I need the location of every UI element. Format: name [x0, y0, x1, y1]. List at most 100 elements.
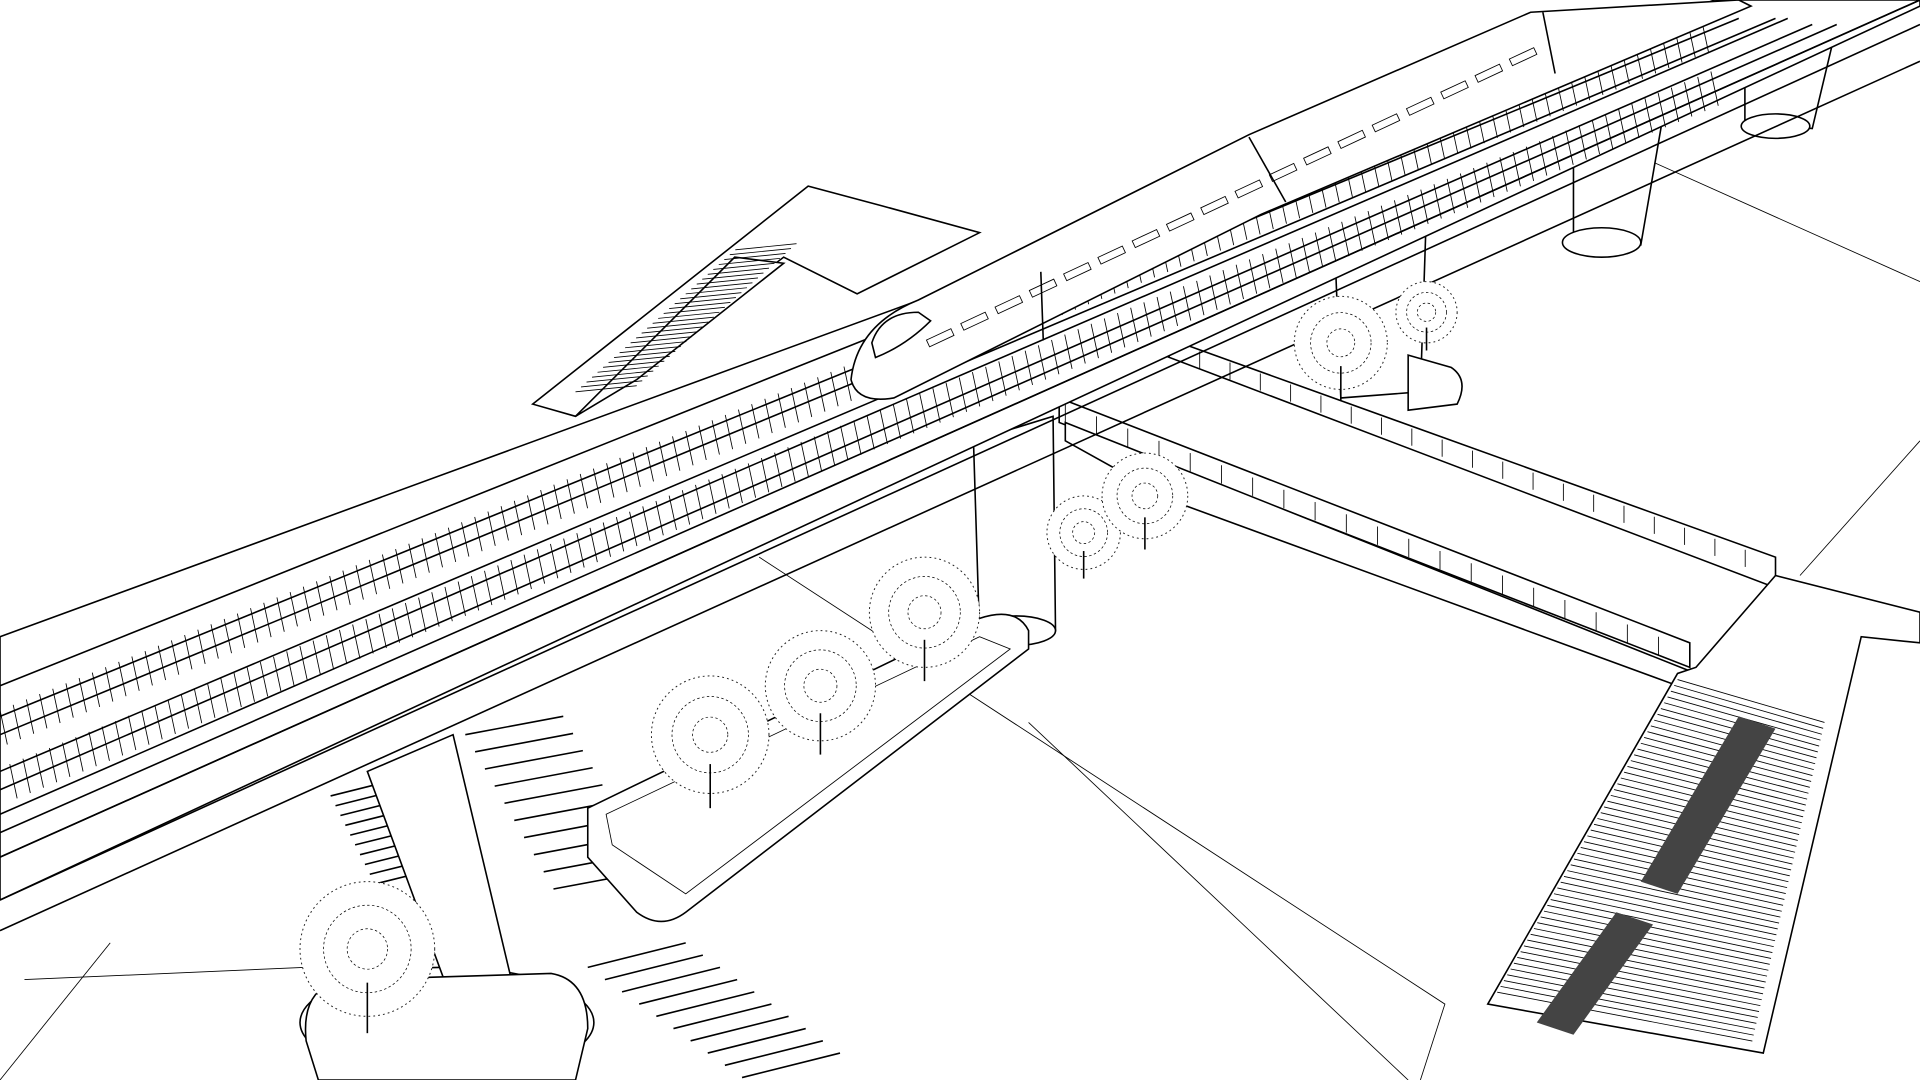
tree-canopy-core	[803, 668, 838, 703]
stair-step	[597, 365, 659, 373]
sleeper	[830, 371, 839, 407]
sleeper	[681, 490, 691, 525]
stair-step	[575, 385, 637, 393]
sleeper	[642, 506, 651, 541]
sleeper	[645, 447, 654, 482]
sleeper	[711, 420, 720, 455]
train-window	[1337, 129, 1366, 149]
sleeper	[167, 699, 176, 735]
sleeper	[945, 382, 954, 418]
sleeper	[803, 382, 813, 418]
sleeper	[207, 683, 216, 718]
stair-step	[724, 253, 786, 261]
sleeper	[553, 484, 562, 520]
sleeper	[840, 425, 849, 461]
sleeper	[513, 500, 523, 536]
sleeper	[1486, 162, 1495, 198]
sleeper	[985, 366, 994, 402]
train-window	[1440, 80, 1469, 100]
sleeper	[510, 559, 519, 595]
stair-step	[1517, 957, 1761, 1007]
stair-step	[718, 257, 781, 265]
sleeper	[958, 377, 968, 412]
sleeper	[91, 672, 101, 707]
stair-step	[647, 321, 709, 329]
sleeper	[1644, 98, 1653, 133]
sleeper	[1275, 248, 1284, 284]
rail	[0, 23, 1813, 816]
stair-step	[735, 243, 797, 251]
sleeper	[368, 559, 377, 595]
sleeper	[25, 699, 35, 734]
sleeper	[1301, 237, 1310, 273]
sleeper	[470, 576, 480, 611]
sleeper	[761, 457, 770, 493]
sleeper	[790, 387, 799, 423]
sleeper	[695, 484, 704, 520]
train-window	[1131, 228, 1161, 249]
sleeper	[339, 629, 348, 665]
sleeper	[1420, 189, 1429, 224]
sleeper	[853, 420, 862, 455]
stair-step	[1513, 962, 1760, 1012]
crosswalk-stripe	[690, 1015, 789, 1042]
sleeper	[355, 565, 364, 600]
sleeper	[672, 436, 681, 471]
train-window	[1268, 162, 1298, 183]
sleeper	[52, 688, 61, 724]
trees	[299, 281, 1458, 1034]
stair-step	[1527, 939, 1765, 989]
sleeper	[9, 763, 18, 799]
stair-step	[707, 267, 770, 275]
sleeper	[197, 629, 206, 665]
stair-step	[630, 336, 692, 344]
stair-step	[1557, 887, 1777, 936]
stair-step	[1497, 991, 1753, 1042]
sleeper	[1077, 329, 1086, 364]
sleeper	[751, 404, 760, 439]
train-window	[1097, 245, 1126, 265]
sleeper	[566, 479, 575, 514]
sleeper	[444, 586, 453, 622]
train-window	[1165, 212, 1195, 232]
sleeper	[75, 737, 84, 772]
sleeper	[144, 651, 153, 686]
pedestrian-bridges	[1058, 335, 1777, 687]
sleeper	[800, 441, 809, 477]
back-stairway	[530, 185, 982, 418]
tree-canopy	[868, 556, 981, 668]
tree-canopy	[764, 630, 876, 742]
sleeper	[118, 661, 127, 697]
stair-step	[1543, 910, 1772, 959]
sleeper	[1169, 291, 1179, 326]
sleeper	[1209, 275, 1218, 310]
sleeper	[1433, 184, 1442, 219]
tree-canopy-core	[1416, 302, 1437, 322]
train-window	[1063, 262, 1092, 282]
sleeper	[1407, 194, 1416, 230]
stair-step	[1677, 679, 1825, 723]
sleeper	[602, 522, 611, 557]
stair-step	[614, 351, 676, 358]
sleeper	[1710, 71, 1719, 106]
sleeper	[866, 415, 875, 450]
stair-step	[674, 297, 736, 305]
sleeper	[1670, 87, 1680, 122]
crosswalk-stripe	[484, 749, 584, 770]
sleeper	[668, 495, 677, 531]
stair-step	[1520, 951, 1762, 1001]
sleeper	[395, 549, 404, 584]
sleeper	[141, 710, 150, 745]
sleeper	[1565, 130, 1574, 165]
sleeper	[88, 731, 97, 767]
sleeper	[421, 538, 430, 573]
stair-step	[625, 341, 687, 349]
stair-step	[1533, 928, 1768, 977]
sleeper	[418, 597, 427, 633]
sleeper	[1552, 135, 1561, 171]
stair-step	[1540, 916, 1770, 965]
sleeper	[843, 366, 852, 401]
stair-step	[641, 326, 703, 334]
stair-step	[619, 346, 681, 354]
